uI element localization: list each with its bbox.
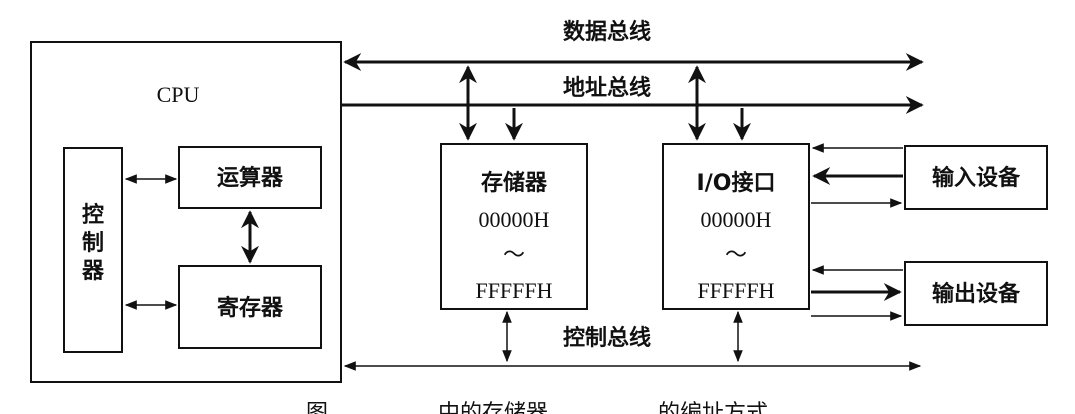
controller-char-2: 制 [82,231,104,256]
controller-char-1: 控 [82,202,104,228]
memory-start-address: 00000H [479,207,550,232]
io-end-address: FFFFFH [697,278,774,303]
memory-box [440,143,588,310]
io-title: I/O接口 [697,171,776,196]
control-bus-label: 控制总线 [563,325,651,351]
input-device-label: 输入设备 [932,165,1021,191]
memory-end-address: FFFFFH [475,278,552,303]
input-device-box [904,145,1048,210]
cpu-title: CPU [157,82,200,107]
io-start-address: 00000H [701,207,772,232]
output-device-box [904,261,1048,326]
io-tilde: ～ [725,242,747,267]
io-interface-box [662,143,810,310]
address-bus-label: 地址总线 [563,75,651,101]
memory-title: 存储器 [481,170,548,196]
data-bus-label: 数据总线 [563,19,651,45]
controller-char-3: 器 [81,259,105,284]
figure-caption: 图 中的存储器 的编址方式 [306,401,768,414]
alu-box [178,146,322,209]
registers-box [178,265,322,349]
controller-box [63,147,123,353]
output-device-label: 输出设备 [932,281,1021,307]
alu-label: 运算器 [217,165,284,191]
registers-label: 寄存器 [217,295,284,321]
memory-tilde: ～ [503,242,525,267]
